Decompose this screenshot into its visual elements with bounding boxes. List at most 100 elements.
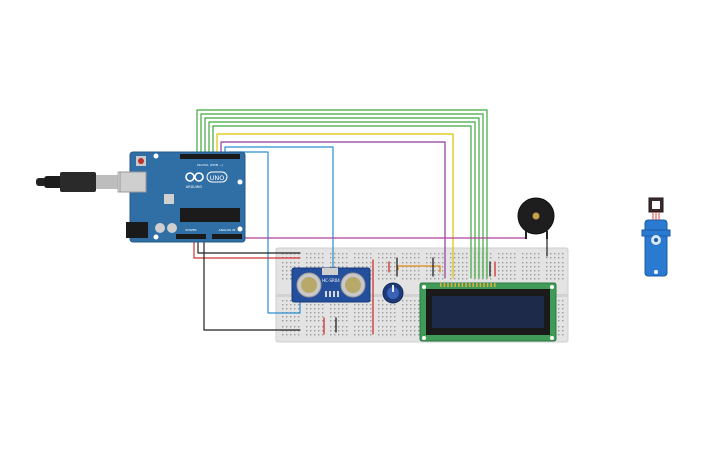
breadboard-hole[interactable] <box>334 316 336 318</box>
breadboard-hole[interactable] <box>282 274 284 276</box>
breadboard-hole[interactable] <box>286 320 288 322</box>
breadboard-hole[interactable] <box>402 278 404 280</box>
breadboard-hole[interactable] <box>454 266 456 268</box>
breadboard-hole[interactable] <box>334 312 336 314</box>
breadboard-hole[interactable] <box>290 253 292 255</box>
breadboard-hole[interactable] <box>462 270 464 272</box>
breadboard-hole[interactable] <box>498 278 500 280</box>
breadboard-hole[interactable] <box>322 308 324 310</box>
breadboard-hole[interactable] <box>334 253 336 255</box>
breadboard-hole[interactable] <box>366 334 368 336</box>
lcd-pin[interactable] <box>483 283 485 287</box>
breadboard-hole[interactable] <box>550 257 552 259</box>
breadboard-hole[interactable] <box>426 253 428 255</box>
breadboard-hole[interactable] <box>502 257 504 259</box>
breadboard-hole[interactable] <box>562 300 564 302</box>
breadboard-hole[interactable] <box>370 300 372 302</box>
wire-yellow[interactable] <box>216 133 454 279</box>
breadboard-hole[interactable] <box>562 253 564 255</box>
breadboard-hole[interactable] <box>306 312 308 314</box>
breadboard-hole[interactable] <box>362 312 364 314</box>
lcd-pin[interactable] <box>450 283 453 287</box>
breadboard-hole[interactable] <box>390 326 392 328</box>
breadboard-hole[interactable] <box>522 253 524 255</box>
breadboard-hole[interactable] <box>358 266 360 268</box>
breadboard-hole[interactable] <box>406 262 408 264</box>
lcd-pin[interactable] <box>472 283 474 287</box>
breadboard-hole[interactable] <box>314 257 316 259</box>
breadboard-hole[interactable] <box>282 316 284 318</box>
breadboard-hole[interactable] <box>458 270 460 272</box>
breadboard-hole[interactable] <box>354 312 356 314</box>
breadboard-hole[interactable] <box>282 253 284 255</box>
breadboard-hole[interactable] <box>342 330 344 332</box>
breadboard-hole[interactable] <box>514 266 516 268</box>
breadboard-hole[interactable] <box>318 266 320 268</box>
breadboard-hole[interactable] <box>330 266 332 268</box>
breadboard-hole[interactable] <box>430 270 432 272</box>
breadboard-hole[interactable] <box>306 253 308 255</box>
breadboard-hole[interactable] <box>298 330 300 332</box>
breadboard-hole[interactable] <box>362 316 364 318</box>
breadboard-hole[interactable] <box>410 304 412 306</box>
breadboard-hole[interactable] <box>414 316 416 318</box>
breadboard-hole[interactable] <box>294 253 296 255</box>
breadboard-hole[interactable] <box>322 253 324 255</box>
breadboard-hole[interactable] <box>390 304 392 306</box>
breadboard-hole[interactable] <box>298 253 300 255</box>
breadboard-hole[interactable] <box>426 270 428 272</box>
breadboard-hole[interactable] <box>554 274 556 276</box>
breadboard-hole[interactable] <box>338 262 340 264</box>
lcd-pin[interactable] <box>443 283 446 287</box>
breadboard-hole[interactable] <box>354 304 356 306</box>
power-header[interactable] <box>176 234 206 239</box>
breadboard-hole[interactable] <box>510 253 512 255</box>
breadboard-hole[interactable] <box>442 266 444 268</box>
breadboard-hole[interactable] <box>430 278 432 280</box>
breadboard-hole[interactable] <box>526 253 528 255</box>
breadboard-hole[interactable] <box>298 262 300 264</box>
breadboard-hole[interactable] <box>410 300 412 302</box>
breadboard-hole[interactable] <box>286 308 288 310</box>
breadboard-hole[interactable] <box>546 257 548 259</box>
breadboard-hole[interactable] <box>530 253 532 255</box>
breadboard-hole[interactable] <box>562 330 564 332</box>
breadboard-hole[interactable] <box>410 262 412 264</box>
breadboard-hole[interactable] <box>282 300 284 302</box>
breadboard-hole[interactable] <box>418 320 420 322</box>
breadboard-hole[interactable] <box>354 326 356 328</box>
breadboard-hole[interactable] <box>538 253 540 255</box>
breadboard-hole[interactable] <box>338 253 340 255</box>
breadboard-hole[interactable] <box>502 270 504 272</box>
breadboard-hole[interactable] <box>334 330 336 332</box>
breadboard-hole[interactable] <box>406 266 408 268</box>
breadboard-hole[interactable] <box>534 274 536 276</box>
breadboard-hole[interactable] <box>410 274 412 276</box>
breadboard-hole[interactable] <box>342 266 344 268</box>
breadboard-hole[interactable] <box>390 262 392 264</box>
breadboard-hole[interactable] <box>402 300 404 302</box>
breadboard-hole[interactable] <box>414 312 416 314</box>
breadboard-hole[interactable] <box>414 330 416 332</box>
breadboard-hole[interactable] <box>306 330 308 332</box>
breadboard-hole[interactable] <box>502 262 504 264</box>
breadboard-hole[interactable] <box>286 316 288 318</box>
breadboard-hole[interactable] <box>394 270 396 272</box>
breadboard-hole[interactable] <box>418 330 420 332</box>
breadboard-hole[interactable] <box>550 262 552 264</box>
breadboard-hole[interactable] <box>354 266 356 268</box>
breadboard-hole[interactable] <box>290 278 292 280</box>
breadboard-hole[interactable] <box>558 266 560 268</box>
buzzer-icon[interactable] <box>517 197 555 239</box>
breadboard-hole[interactable] <box>386 274 388 276</box>
breadboard-hole[interactable] <box>402 320 404 322</box>
breadboard-hole[interactable] <box>414 300 416 302</box>
breadboard-hole[interactable] <box>378 312 380 314</box>
breadboard-hole[interactable] <box>558 270 560 272</box>
breadboard-hole[interactable] <box>338 320 340 322</box>
breadboard-hole[interactable] <box>562 334 564 336</box>
breadboard-hole[interactable] <box>514 262 516 264</box>
breadboard-hole[interactable] <box>382 326 384 328</box>
wire-green-2[interactable] <box>200 113 484 279</box>
breadboard-hole[interactable] <box>354 320 356 322</box>
